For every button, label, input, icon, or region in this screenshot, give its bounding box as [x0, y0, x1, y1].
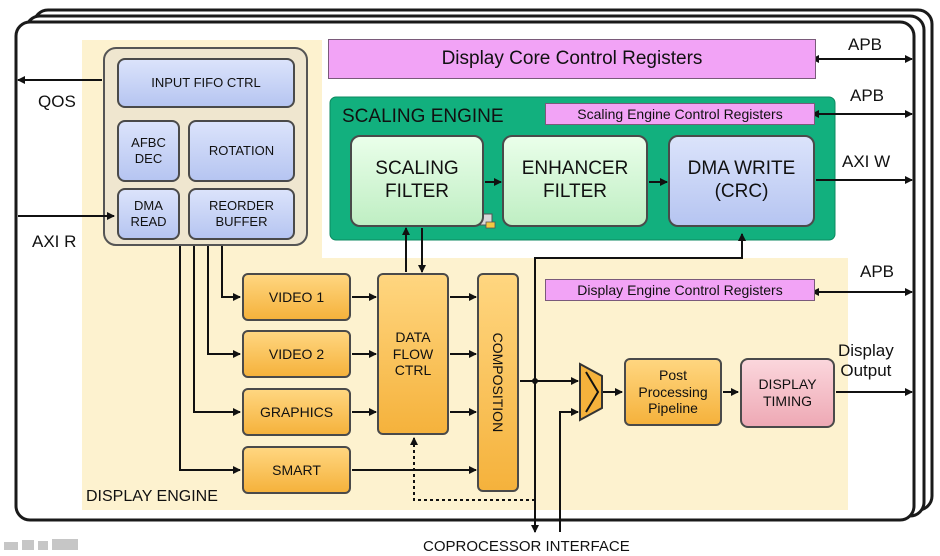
writeback-to-dma-line [534, 233, 746, 381]
dataflow-to-composition-arrows [450, 293, 477, 416]
mux-chevron [585, 371, 600, 413]
layer-feed-lines [179, 246, 241, 474]
scaling-filter-block: SCALING FILTER [350, 135, 484, 227]
afbc-dec-block: AFBC DEC [117, 120, 180, 182]
display-registers-bar: Display Engine Control Registers [545, 279, 815, 301]
coprocessor-in-line [559, 408, 579, 532]
rotation-block: ROTATION [188, 120, 295, 182]
axi-r-label: AXI R [32, 232, 77, 251]
watermark-logo [4, 539, 78, 550]
video1-block: VIDEO 1 [242, 273, 351, 321]
dma-read-block: DMA READ [117, 188, 180, 240]
axi-w-label: AXI W [842, 152, 891, 171]
feedback-dashed-line [410, 437, 535, 501]
qos-label: QOS [38, 92, 76, 111]
display-output-label: Display Output [838, 341, 894, 381]
scaling-registers-bar: Scaling Engine Control Registers [545, 103, 815, 125]
smart-block: SMART [242, 446, 351, 494]
graphics-block: GRAPHICS [242, 388, 351, 436]
video2-block: VIDEO 2 [242, 330, 351, 378]
scaling-engine-title: SCALING ENGINE [342, 106, 504, 127]
input-fifo-block: INPUT FIFO CTRL [117, 58, 295, 108]
apb-label-core: APB [848, 35, 883, 54]
display-engine-title: DISPLAY ENGINE [86, 488, 218, 505]
composition-block: COMPOSITION [477, 273, 519, 492]
enhancer-filter-block: ENHANCER FILTER [502, 135, 648, 227]
apb-label-scaling: APB [850, 86, 885, 105]
reorder-buffer-block: REORDER BUFFER [188, 188, 295, 240]
post-processing-block: Post Processing Pipeline [624, 358, 722, 426]
data-flow-ctrl-block: DATA FLOW CTRL [377, 273, 449, 435]
composition-label: COMPOSITION [490, 332, 507, 433]
display-timing-block: DISPLAY TIMING [740, 358, 835, 428]
core-registers-bar: Display Core Control Registers [328, 39, 816, 79]
coprocessor-interface-label: COPROCESSOR INTERFACE [423, 538, 630, 555]
dma-write-block: DMA WRITE (CRC) [668, 135, 815, 227]
output-mux [579, 362, 603, 422]
apb-label-display: APB [860, 262, 895, 281]
